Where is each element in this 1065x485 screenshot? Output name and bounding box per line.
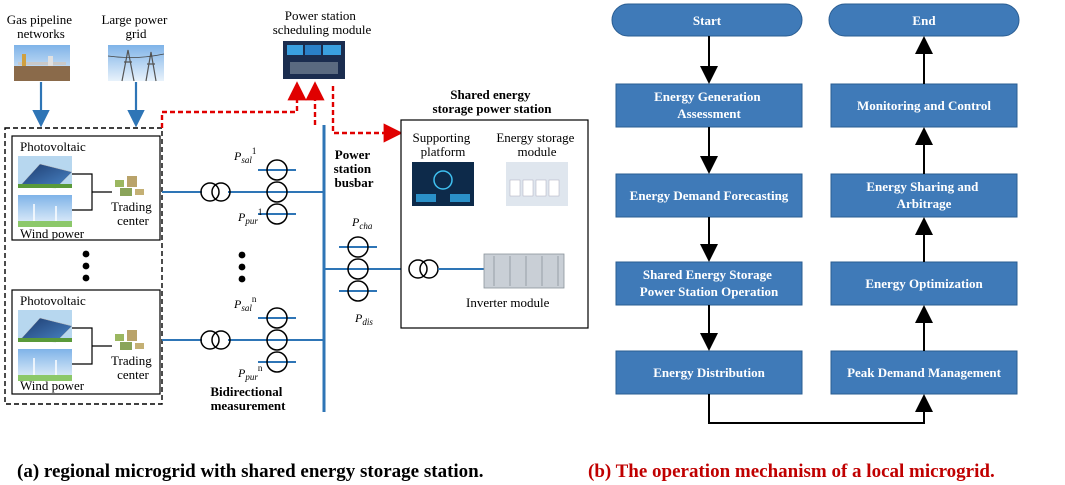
caption-a: (a) regional microgrid with shared energ… [17, 461, 484, 482]
node-sharing-arbitrage-label: Energy Sharing and Arbitrage [866, 179, 981, 211]
busbar-label: Power station busbar [334, 147, 375, 190]
start-node [611, 3, 803, 37]
inverter-label: Inverter module [466, 295, 550, 310]
transformer-1 [200, 182, 231, 202]
power-grid-image [107, 45, 165, 82]
p-cha-label: Pcha [351, 215, 373, 231]
wind-label-n: Wind power [20, 378, 85, 393]
microgrid-diagram: Gas pipeline networks Large power grid P… [4, 8, 589, 482]
p-sal-n-label: Psaln [233, 294, 257, 313]
node-sharing-arbitrage [830, 173, 1018, 218]
p-pur-1-label: Ppur1 [237, 207, 262, 226]
p-pur-n-label: Ppurn [237, 363, 263, 382]
node-shared-storage-operation-label: Shared Energy Storage Power Station Oper… [640, 267, 779, 299]
node-demand-forecasting [615, 173, 803, 218]
bidirectional-label: Bidirectional measurement [210, 384, 286, 413]
pv-label-n: Photovoltaic [20, 293, 86, 308]
trading-label-n: Trading center [111, 353, 155, 382]
node-demand-forecasting-label: Energy Demand Forecasting [630, 188, 789, 203]
caption-b: (b) The operation mechanism of a local m… [588, 461, 995, 482]
gas-pipeline-image [14, 45, 70, 81]
node-energy-distribution [615, 350, 803, 395]
storage-module-image [506, 162, 568, 206]
pv-panel-image-1 [18, 156, 73, 189]
node-monitoring-control-label: Monitoring and Control [857, 98, 991, 113]
red-link-microgrid [160, 81, 307, 128]
node-shared-storage-operation [615, 261, 803, 306]
node-energy-generation [615, 83, 803, 128]
trading-center-image-1 [115, 176, 144, 196]
scheduling-image [283, 41, 345, 79]
trading-center-image-n [115, 330, 144, 350]
supporting-platform-label: Supporting platform [412, 130, 473, 159]
storage-module-label: Energy storage module [496, 130, 577, 159]
gas-label: Gas pipeline networks [7, 12, 76, 41]
end-label: End [912, 13, 936, 28]
node-peak-demand-label: Peak Demand Management [847, 365, 1001, 380]
red-link-storage [331, 86, 403, 143]
bidirectional-meter-1 [258, 159, 296, 225]
grid-label: Large power grid [101, 12, 170, 41]
p-sal-1-label: Psal1 [233, 146, 256, 165]
node-energy-generation-label: Energy Generation Assessment [654, 89, 764, 121]
p-dis-label: Pdis [354, 311, 373, 327]
shared-station-box [400, 119, 589, 329]
storage-feeder [324, 236, 409, 302]
scheduling-label: Power station scheduling module [273, 8, 372, 37]
pv-label-1: Photovoltaic [20, 139, 86, 154]
flowchart: Start End Energy Generation Assessment E… [588, 3, 1020, 482]
supporting-platform-image [412, 162, 474, 206]
wind-image-1 [18, 195, 72, 227]
node-energy-distribution-label: Energy Distribution [653, 365, 765, 380]
trading-label-1: Trading center [111, 199, 155, 228]
arrow-distribution-peak [708, 394, 933, 424]
bidirectional-meter-n [258, 307, 296, 373]
node-monitoring-control [830, 83, 1018, 128]
microgrid-dashed-box [4, 127, 163, 405]
wind-label-1: Wind power [20, 226, 85, 241]
inverter-module-image [483, 253, 565, 289]
start-label: Start [693, 13, 722, 28]
transformer-n [200, 330, 231, 350]
node-energy-optimization-label: Energy Optimization [865, 276, 983, 291]
wind-image-n [18, 349, 72, 381]
shared-station-title: Shared energy storage power station [433, 87, 553, 116]
pv-panel-image-n [18, 310, 73, 343]
